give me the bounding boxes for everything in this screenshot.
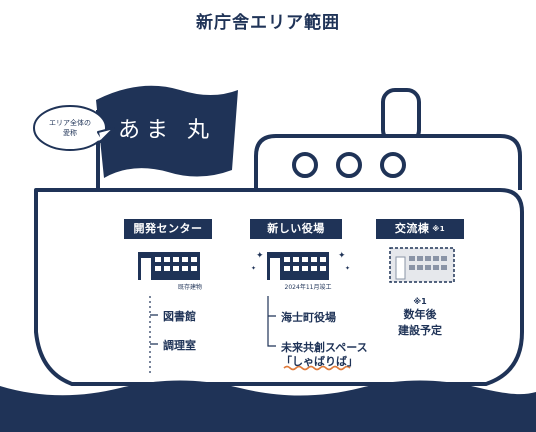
label-footnote-mark: ※1 <box>432 225 446 233</box>
svg-text:✦: ✦ <box>345 265 350 272</box>
ship-nickname: あま 丸 <box>118 118 215 143</box>
sea-waves <box>0 380 536 432</box>
plan-footnote-mark: ※1 <box>413 297 427 306</box>
porthole-3 <box>380 152 406 178</box>
flag <box>96 85 238 178</box>
section-label-exchange-building: 交流棟※1 <box>376 219 464 239</box>
item-cooking-room: 調理室 <box>163 339 196 352</box>
item-shabariba: 「しゃばりば」 <box>281 355 358 368</box>
new-office-building-icon: ✦ ✦ ✦ ✦ <box>251 251 350 280</box>
section-label-new-office: 新しい役場 <box>250 219 342 239</box>
bubble-line-1: エリア全体の <box>49 119 91 127</box>
existing-building-note: 既存建物 <box>177 284 202 291</box>
plan-line-2: 建設予定 <box>398 324 442 337</box>
completion-note: 2024年11月竣工 <box>284 284 332 291</box>
existing-building-icon <box>138 252 200 280</box>
bubble-line-2: 愛称 <box>63 129 77 137</box>
svg-text:✦: ✦ <box>338 251 346 261</box>
page-title: 新庁舎エリア範囲 <box>196 13 340 33</box>
speech-bubble <box>33 105 107 151</box>
porthole-2 <box>336 152 362 178</box>
porthole-1 <box>292 152 318 178</box>
item-co-creation-space: 未来共創スペース <box>281 341 368 354</box>
bubble-text: エリア全体の 愛称 <box>40 118 100 138</box>
svg-text:✦: ✦ <box>256 251 264 261</box>
item-town-office: 海士町役場 <box>281 311 336 324</box>
planned-building-icon <box>389 247 455 283</box>
construction-plan: ※1 数年後 建設予定 <box>376 296 464 339</box>
plan-line-1: 数年後 <box>403 308 437 321</box>
highlight-underline <box>283 365 351 371</box>
section-label-development-center: 開発センター <box>124 219 212 239</box>
svg-text:✦: ✦ <box>251 265 256 272</box>
item-library: 図書館 <box>163 310 196 323</box>
